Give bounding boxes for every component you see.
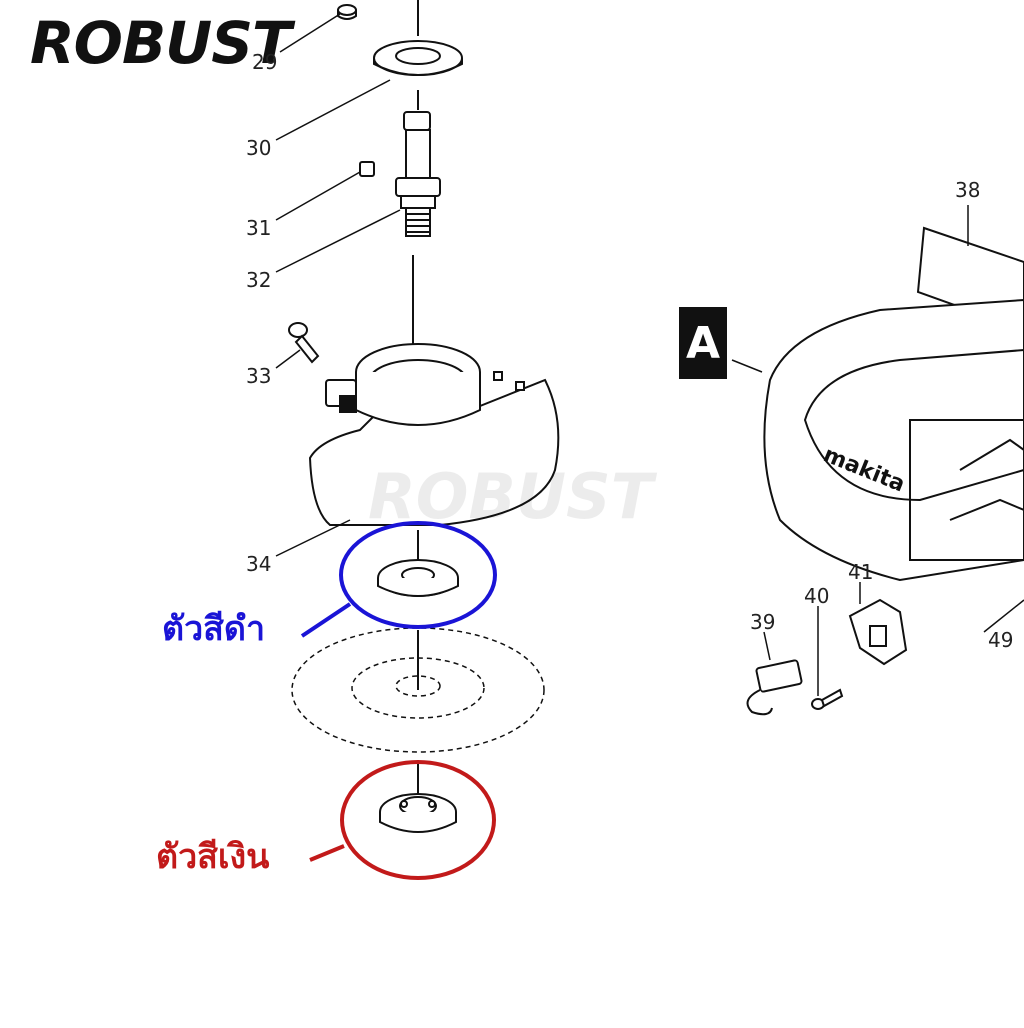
- callout-circle-silver: [340, 760, 496, 880]
- section-label-a: A: [679, 307, 727, 379]
- part-number-31: 31: [246, 216, 272, 240]
- robust-watermark: ROBUST: [368, 460, 653, 533]
- callout-arrow-black: [300, 602, 352, 638]
- motor-housing: [731, 298, 1024, 582]
- part-number-39: 39: [750, 610, 776, 634]
- robust-logo: ROBUST: [30, 9, 292, 77]
- part-number-40: 40: [804, 584, 830, 608]
- leader-32: [275, 209, 401, 273]
- callout-arrow-silver: [309, 844, 345, 862]
- part-40-screw: [811, 606, 844, 710]
- part-number-30: 30: [246, 136, 272, 160]
- silver-part-callout-label: ตัวสีเงิน: [156, 837, 270, 877]
- part-39-carbon-brush: [746, 631, 803, 716]
- part-number-33: 33: [246, 364, 272, 388]
- leader-33: [275, 349, 301, 369]
- leader-49: [983, 599, 1024, 633]
- abrasive-wheel-dashed: [291, 627, 545, 753]
- part-number-38: 38: [955, 178, 981, 202]
- part-29-nut: [337, 4, 357, 20]
- part-number-41: 41: [848, 560, 874, 584]
- part-34-wheel-guard: [308, 343, 560, 526]
- leader-31: [275, 171, 361, 221]
- leader-29: [279, 13, 341, 53]
- callout-circle-black: [339, 521, 497, 629]
- leader-34: [275, 519, 351, 557]
- inner-flange-black-part: [377, 559, 459, 597]
- part-number-29: 29: [252, 50, 278, 74]
- part-30-washer: [373, 40, 463, 76]
- part-number-32: 32: [246, 268, 272, 292]
- part-32-spindle: [395, 111, 441, 237]
- part-31-key: [359, 161, 375, 177]
- leader-30: [275, 79, 391, 141]
- black-part-callout-label: ตัวสีดำ: [162, 609, 266, 649]
- part-number-34: 34: [246, 552, 272, 576]
- lock-nut-silver-part: [379, 793, 457, 833]
- part-number-49: 49: [988, 628, 1014, 652]
- part-41-brush-holder: [848, 582, 908, 666]
- part-33-bolt: [288, 322, 320, 364]
